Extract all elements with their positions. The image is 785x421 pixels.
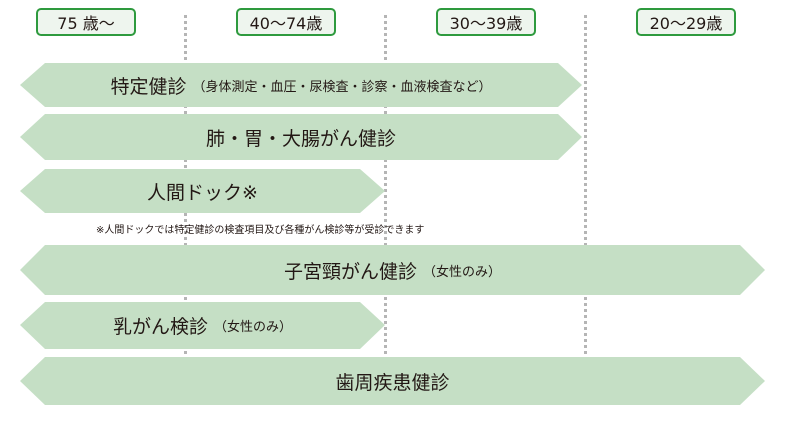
exam-name: 特定健診 — [110, 75, 187, 98]
arrow-breast-cancer — [20, 302, 385, 349]
exam-label: 乳がん検診 （女性のみ） — [20, 302, 385, 349]
exam-name: 歯周疾患健診 — [335, 371, 450, 394]
footnote: ※人間ドックでは特定健診の検査項目及び各種がん検診等が受診できます — [96, 225, 425, 236]
exam-name: 肺・胃・大腸がん健診 — [205, 127, 396, 150]
exam-label: 歯周疾患健診 — [20, 357, 765, 405]
exam-name: 子宮頸がん健診 — [283, 260, 417, 283]
arrow-cervical-cancer — [20, 245, 765, 295]
arrow-human-dock — [20, 169, 385, 213]
arrow-specific-checkup — [20, 63, 582, 107]
exam-note: （身体測定・血圧・尿検査・診察・血液検査など） — [192, 79, 492, 95]
exam-label: 肺・胃・大腸がん健診 — [20, 114, 582, 160]
age-header-40-74: 40～74歳 — [236, 8, 336, 36]
exam-name: 人間ドック※ — [147, 181, 258, 204]
exam-note: （女性のみ） — [214, 320, 293, 335]
age-header-75-plus: 75 歳～ — [36, 8, 136, 36]
exam-note: （女性のみ） — [423, 264, 502, 280]
divider-line — [584, 15, 587, 360]
exam-label: 人間ドック※ — [20, 169, 385, 213]
exam-label: 特定健診 （身体測定・血圧・尿検査・診察・血液検査など） — [20, 63, 582, 107]
arrow-cancer-screening — [20, 114, 582, 160]
divider-line — [384, 15, 387, 360]
age-header-20-29: 20～29歳 — [636, 8, 736, 36]
exam-label: 子宮頸がん健診 （女性のみ） — [20, 245, 765, 295]
arrow-periodontal — [20, 357, 765, 405]
age-header-30-39: 30～39歳 — [436, 8, 536, 36]
exam-name: 乳がん検診 — [112, 316, 208, 338]
